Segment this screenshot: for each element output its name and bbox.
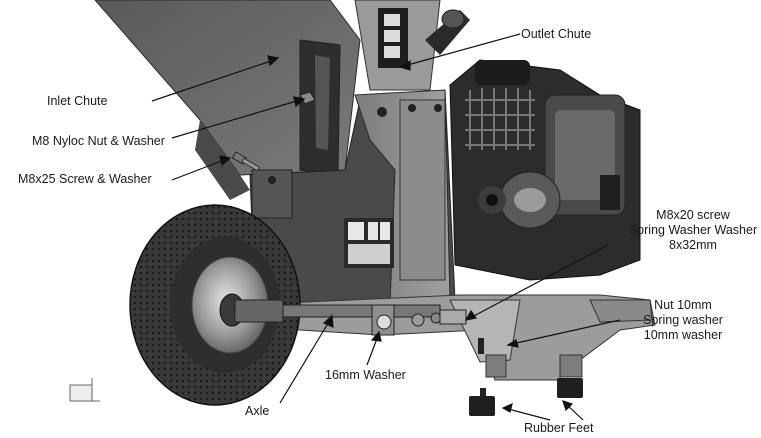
label-m8x20-line2: Spring Washer Washer (628, 223, 758, 237)
rubber-foot-left (469, 388, 495, 416)
chipper-body (231, 89, 456, 311)
outlet-chute (354, 0, 470, 91)
axle (234, 299, 467, 336)
label-inlet-chute: Inlet Chute (47, 94, 108, 108)
engine (449, 59, 641, 281)
label-16mm-washer: 16mm Washer (325, 368, 406, 382)
orientation-icon (69, 378, 100, 402)
inlet-chute (94, 0, 361, 200)
wheel (129, 204, 301, 406)
rubber-foot-right (557, 378, 583, 398)
label-nut-10mm: Nut 10mm Spring washer 10mm washer (628, 298, 738, 343)
leader-lines (151, 33, 621, 421)
label-nut-10mm-line3: 10mm washer (643, 328, 723, 342)
label-axle: Axle (245, 404, 270, 418)
label-m8x25-screw: M8x25 Screw & Washer (18, 172, 152, 186)
label-outlet-chute: Outlet Chute (521, 27, 592, 41)
label-rubber-feet: Rubber Feet (524, 421, 594, 435)
label-nut-10mm-line1: Nut 10mm (654, 298, 712, 312)
label-m8x20-line3: 8x32mm (669, 238, 717, 252)
label-m8x20-line1: M8x20 screw (656, 208, 730, 222)
label-m8x20-screw: M8x20 screw Spring Washer Washer 8x32mm (628, 208, 758, 253)
label-nut-10mm-line2: Spring washer (643, 313, 723, 327)
label-nyloc-nut: M8 Nyloc Nut & Washer (32, 134, 165, 148)
